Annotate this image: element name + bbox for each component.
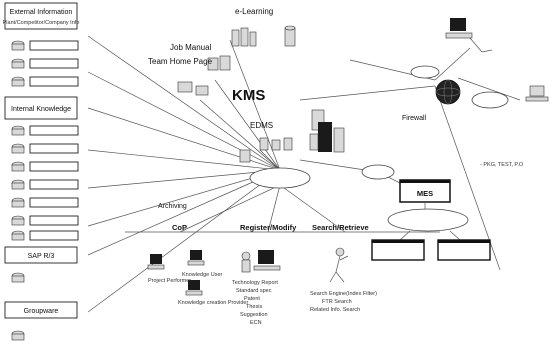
list-item (11, 197, 79, 208)
workstation-icon (445, 18, 493, 53)
external-info-title: External Information (10, 9, 73, 16)
laptop-icon (525, 85, 549, 102)
connector-lines (87, 35, 521, 313)
right-side: Firewall - PKG, TEST, P.O MES (361, 18, 549, 261)
right-notes: - PKG, TEST, P.O (480, 162, 524, 168)
register-item-label: Standard spec (236, 288, 272, 294)
firewall-label: Firewall (402, 115, 427, 122)
list-item (11, 179, 79, 190)
central-hub (249, 167, 311, 189)
firewall-globe-icon (435, 79, 461, 105)
edms-label: EDMS (250, 121, 273, 130)
search-item-label: FTR Search (322, 299, 352, 305)
list-item (11, 161, 79, 172)
cop-item-label: Project Performer (148, 278, 191, 284)
list-item (11, 58, 79, 69)
left-panel: External Information Plant/Competitor/Co… (3, 2, 80, 341)
center-cluster: e-Learning Job Manual Team Home Page KMS… (148, 7, 345, 210)
cop-item-label: Knowledge creation Provider (178, 300, 248, 306)
list-item (11, 40, 79, 51)
search-items: Search Engine(Index Filter) FTR Search R… (310, 291, 377, 313)
register-item-label: Technology Report (232, 280, 278, 286)
internal-knowledge-box (4, 96, 78, 120)
note-line: - PKG, TEST, P.O (480, 162, 524, 168)
mes-label: MES (417, 189, 433, 198)
groupware-label: Groupware (24, 308, 59, 315)
document-stack-icon (207, 55, 231, 71)
internal-knowledge-title: Internal Knowledge (11, 106, 71, 113)
equipment-box (437, 239, 491, 261)
job-manual-label: Job Manual (170, 43, 212, 52)
person-at-desk-icon (241, 250, 281, 273)
cop-label: CoP (172, 223, 187, 232)
list-item (11, 330, 25, 341)
register-items: Technology Report Standard spec Patent T… (232, 280, 278, 326)
register-item-label: Patent (244, 296, 260, 302)
network-ring (387, 208, 469, 232)
external-info-items (11, 40, 79, 87)
sap-label: SAP R/3 (28, 253, 55, 260)
register-modify-label: Register/Modify (240, 223, 297, 232)
network-cloud (361, 164, 395, 180)
cop-workstations (147, 250, 205, 296)
list-item (11, 215, 79, 226)
computer-icon (187, 250, 205, 266)
list-item (11, 76, 79, 87)
search-item-label: Search Engine(Index Filter) (310, 291, 377, 297)
list-item (11, 230, 79, 241)
register-item-label: ECN (250, 320, 262, 326)
search-item-label: Related Info. Search (310, 307, 360, 313)
register-item-label: Thesis (246, 304, 262, 310)
database-icon (284, 25, 296, 47)
network-cloud (471, 91, 509, 109)
team-home-page-label: Team Home Page (148, 57, 213, 66)
mes-box: MES (399, 179, 451, 203)
monitor-icon (177, 81, 209, 96)
internal-knowledge-items (11, 125, 79, 241)
register-item-label: Suggestion (240, 312, 268, 318)
external-info-subtitle: Plant/Competitor/Company Info (3, 20, 80, 26)
kms-label: KMS (232, 87, 265, 104)
equipment-box (371, 239, 425, 261)
list-item (11, 272, 25, 283)
sap-box (4, 246, 78, 264)
cop-item-label: Knowledge User (182, 272, 223, 278)
elearning-label: e-Learning (235, 7, 273, 16)
computer-icon (185, 280, 203, 296)
groupware-box (4, 301, 78, 319)
computer-icon (147, 254, 165, 270)
archiving-label: Archiving (158, 203, 187, 210)
list-item (11, 125, 79, 136)
list-item (11, 143, 79, 154)
network-cloud (410, 65, 440, 79)
server-stack-icon (231, 27, 257, 47)
search-person-icon (329, 247, 349, 283)
storage-devices-icon (239, 137, 293, 163)
server-rack-icon (309, 109, 345, 153)
bottom-groups: CoP Project Performer Knowledge User Kno… (147, 223, 377, 326)
external-info-box (4, 2, 78, 30)
search-retrieve-label: Search/Retrieve (312, 223, 369, 232)
